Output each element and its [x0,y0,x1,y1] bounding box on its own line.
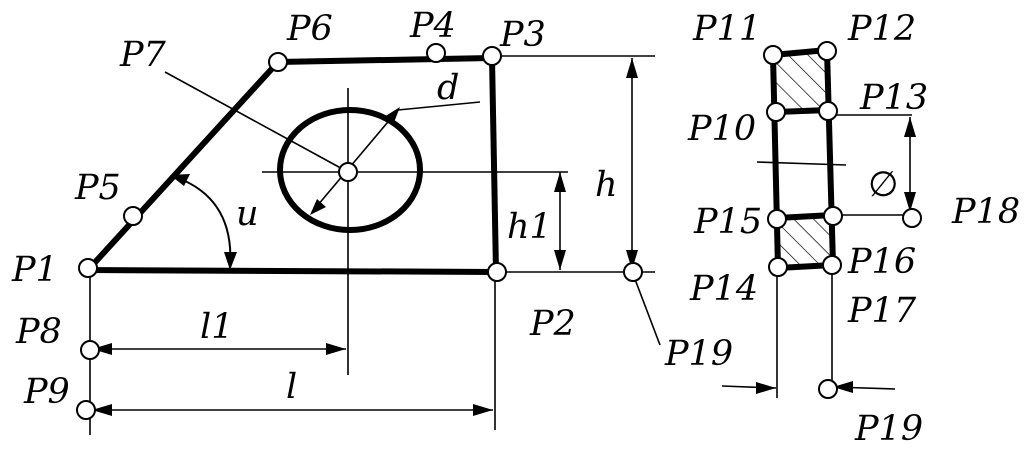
point-label-p11: P11 [692,9,761,49]
point-marker-p6 [268,52,288,72]
point-label-p5: P5 [74,168,121,208]
dimension-l-arrowhead-right [473,404,493,416]
point-marker-p4 [426,43,446,63]
point-label-p14: P14 [689,269,758,309]
point-marker-p14 [768,257,788,277]
thickness-arrowhead-right [833,381,853,393]
point-label-p19-side: P19 [854,409,923,449]
dimension-l-arrowhead-left [92,404,112,416]
point-marker-p9 [76,400,96,420]
side-diameter-arrowhead-top [904,117,916,137]
point-label-p10: P10 [687,109,756,149]
part-outline [85,55,499,275]
dimension-label-d: d [437,68,459,108]
dimension-l1-arrowhead-left [92,343,112,355]
point-label-p12: P12 [847,9,916,49]
point-label-p3: P3 [499,15,546,55]
hole-circle [277,107,423,233]
point-marker-p18 [902,208,922,228]
dimension-label-l: l [286,367,297,407]
side-outline-right [824,47,836,268]
thickness-arrowhead-left [756,382,776,394]
section-hatch-top [775,50,830,112]
point-label-p1: P1 [11,250,58,290]
point-marker-p19-side [818,379,838,399]
point-label-p16: P16 [847,242,916,282]
angle-u-arc [177,177,232,269]
point-marker-p11 [763,45,783,65]
angle-u-arrowhead-top [170,174,190,186]
dimension-label-u: u [236,194,259,234]
point-marker-p1 [78,258,98,278]
hole-diameter-arrowhead-top [384,107,400,125]
angle-u-arrowhead-bottom [224,252,237,270]
point-label-p7: P7 [119,35,167,75]
point-marker-p5 [123,206,143,226]
point-marker-p8 [80,340,100,360]
point-marker-p12 [817,41,837,61]
point-label-p15: P15 [693,202,762,242]
point-marker-p13 [818,101,838,121]
dimension-l1-arrowhead-right [326,343,346,355]
point-label-p13: P13 [859,78,928,118]
point-label-p2: P2 [529,304,576,344]
point-marker-p7 [338,162,358,182]
dimension-label-h: h [595,165,618,205]
side-view: ∅ P10 P11 P12 P13 P14 P15 P16 P17 P18 P1… [687,9,1020,449]
p7-leader-line [164,71,349,173]
point-marker-p3 [482,46,502,66]
point-label-p9: P9 [23,372,70,412]
side-diameter-arrowhead-bottom [904,192,916,212]
point-marker-p17 [822,255,842,275]
point-marker-p19-front [623,262,643,282]
point-label-p6: P6 [286,9,333,49]
dimension-label-l1: l1 [200,307,233,347]
p19-leader-line [632,273,661,346]
point-label-p4: P4 [409,6,456,46]
point-label-p19-front: P19 [664,334,733,374]
dimension-h-arrowhead-top [626,58,638,78]
front-view: d u h1 h l1 l [11,6,733,435]
dimension-h1-arrowhead-bottom [554,250,566,270]
point-label-p18: P18 [951,192,1020,232]
dimension-label-diameter: ∅ [868,165,899,205]
point-marker-p16 [823,206,843,226]
point-marker-p15 [767,209,787,229]
point-marker-p2 [487,262,507,282]
hole-diameter-arrowhead-bottom [310,199,326,215]
point-label-p8: P8 [15,312,62,352]
section-hatch-bottom [777,215,833,268]
dimension-label-h1: h1 [507,207,552,247]
side-outline-left [770,52,781,271]
dimension-h-arrowhead-bottom [626,250,638,270]
point-label-p17: P17 [847,291,917,331]
hole-diameter-line [311,109,399,213]
dimension-h1-arrowhead-top [554,172,566,192]
hole-diameter-label-leader [397,101,481,111]
point-marker-p10 [766,102,786,122]
